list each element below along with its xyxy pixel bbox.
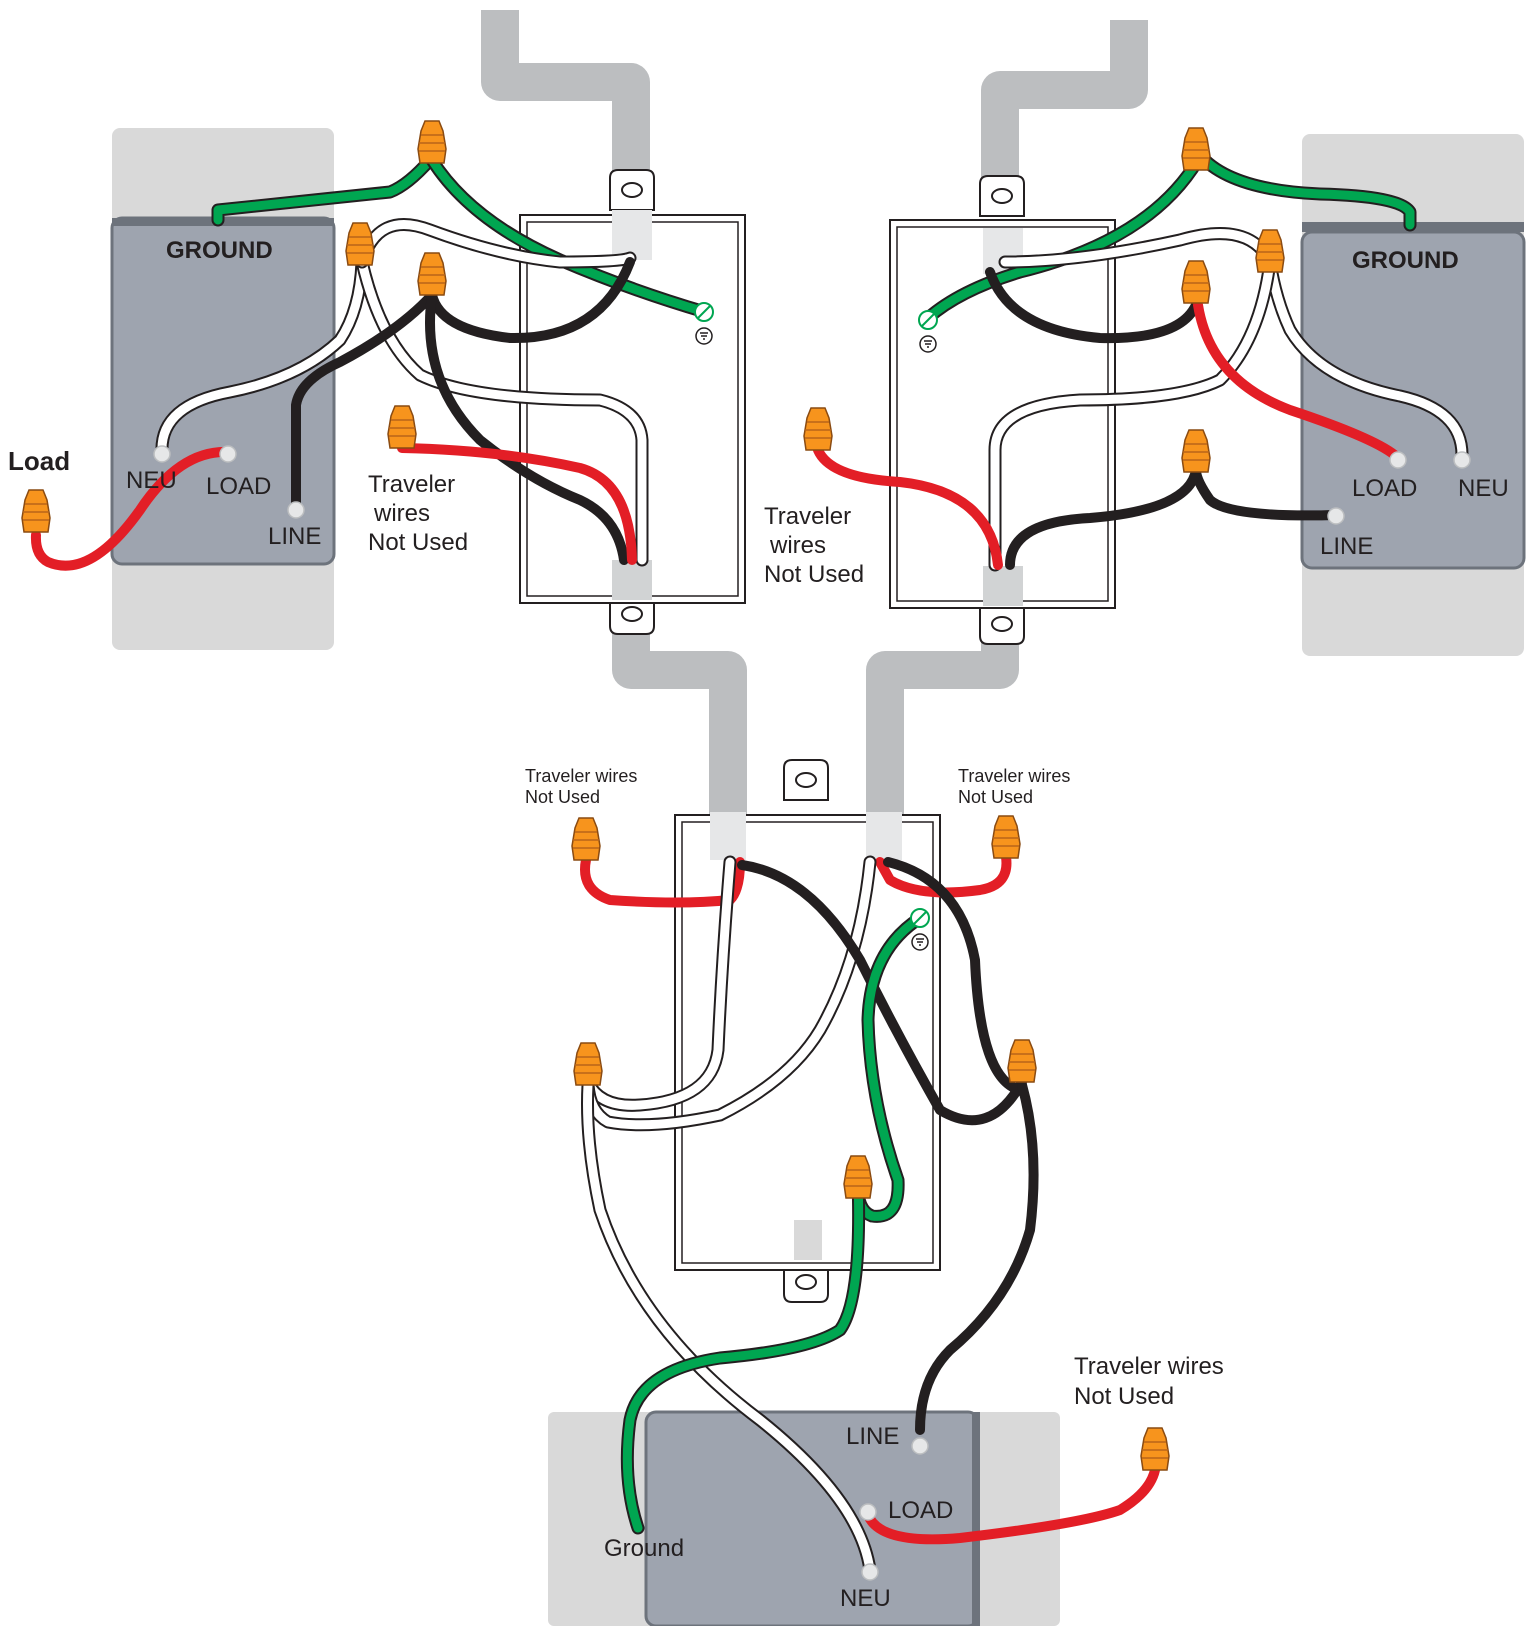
middle-right-traveler-text-2: Not Used — [958, 787, 1033, 807]
bottom-load-label: LOAD — [888, 1497, 953, 1524]
bottom-traveler-text-2: Not Used — [1074, 1383, 1174, 1410]
cables — [481, 10, 1148, 835]
bottom-ground-label: Ground — [604, 1535, 684, 1562]
left-line-label: LINE — [268, 523, 321, 550]
bottom-traveler-text-1: Traveler wires — [1074, 1353, 1224, 1380]
right-traveler-text-1: Traveler — [764, 503, 851, 530]
right-load-label: LOAD — [1352, 475, 1417, 502]
left-down-cable — [612, 620, 747, 830]
right-line-label: LINE — [1320, 533, 1373, 560]
right-wires — [813, 148, 1469, 572]
bottom-line-label: LINE — [846, 1423, 899, 1450]
right-traveler-text-2: wires — [769, 532, 826, 559]
text-labels: Load GROUND NEU LOAD LINE Traveler wires… — [8, 237, 1509, 1612]
middle-wires — [580, 852, 1160, 1577]
left-traveler-text-1: Traveler — [368, 471, 455, 498]
left-top-cable — [481, 10, 650, 225]
middle-left-traveler-text-1: Traveler wires — [525, 766, 637, 786]
middle-left-traveler-text-2: Not Used — [525, 787, 600, 807]
load-label: Load — [8, 446, 70, 476]
middle-right-traveler-text-1: Traveler wires — [958, 766, 1070, 786]
bottom-smart-switch — [548, 1410, 1060, 1626]
right-traveler-text-3: Not Used — [764, 561, 864, 588]
right-down-cable — [866, 630, 1019, 835]
left-traveler-text-3: Not Used — [368, 529, 468, 556]
left-wires — [30, 153, 712, 571]
terminals — [153, 445, 1471, 1581]
right-ground-label: GROUND — [1352, 247, 1459, 274]
right-electrical-box — [889, 175, 1116, 645]
right-top-cable — [981, 20, 1148, 210]
left-load-label: LOAD — [206, 473, 271, 500]
bottom-neu-label: NEU — [840, 1585, 891, 1612]
left-traveler-text-2: wires — [373, 500, 430, 527]
left-ground-label: GROUND — [166, 237, 273, 264]
right-neu-label: NEU — [1458, 475, 1509, 502]
left-neu-label: NEU — [126, 467, 177, 494]
